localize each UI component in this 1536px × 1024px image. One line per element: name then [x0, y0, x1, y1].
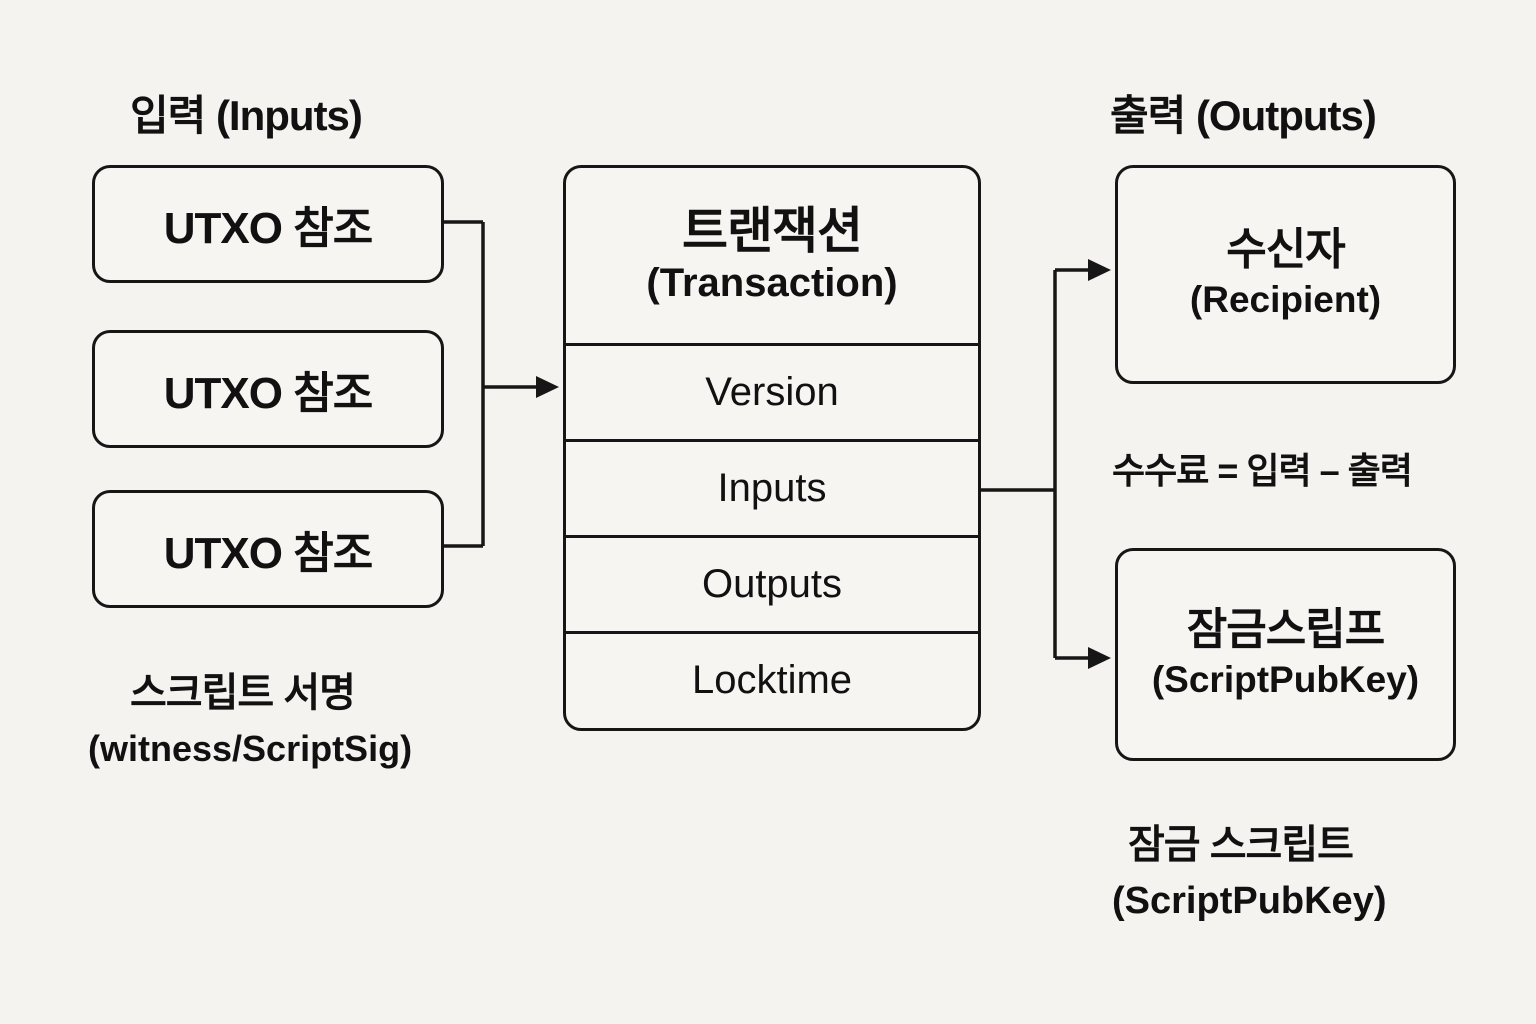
utxo-box-2-label: UTXO 참조 — [163, 369, 373, 418]
lockscript-box-line2: (ScriptPubKey) — [1151, 658, 1420, 700]
recipient-box-line2: (Recipient) — [1189, 278, 1382, 320]
transaction-title-en: (Transaction) — [646, 261, 898, 305]
output-caption-line2: (ScriptPubKey) — [1112, 880, 1387, 922]
fee-note: 수수료 = 입력 – 출력 — [1112, 450, 1413, 491]
transaction-row-outputs: Outputs — [566, 535, 978, 631]
utxo-box-1: UTXO 참조 — [92, 165, 444, 283]
transaction-box-header: 트랜잭션 (Transaction) — [566, 168, 978, 343]
recipient-box-line1: 수신자 — [1226, 225, 1345, 275]
utxo-box-1-label: UTXO 참조 — [163, 204, 373, 253]
utxo-box-2: UTXO 참조 — [92, 330, 444, 448]
transaction-row-inputs: Inputs — [566, 439, 978, 535]
outputs-heading: 출력 (Outputs) — [1110, 92, 1377, 139]
input-caption-line1: 스크립트 서명 — [130, 671, 356, 715]
utxo-box-3-label: UTXO 참조 — [163, 529, 373, 578]
input-caption-line2: (witness/ScriptSig) — [88, 728, 413, 769]
arrow-into-recipient-icon — [1088, 259, 1111, 281]
arrow-into-lockscript-icon — [1088, 647, 1111, 669]
transaction-title-ko: 트랜잭션 — [682, 203, 863, 259]
utxo-box-3: UTXO 참조 — [92, 490, 444, 608]
output-caption-line1: 잠금 스크립트 — [1128, 823, 1354, 867]
transaction-box: 트랜잭션 (Transaction) Version Inputs Output… — [563, 165, 981, 731]
lockscript-box-line1: 잠금스립프 — [1186, 605, 1385, 655]
transaction-row-locktime: Locktime — [566, 631, 978, 727]
inputs-heading: 입력 (Inputs) — [130, 92, 363, 139]
lockscript-box: 잠금스립프 (ScriptPubKey) — [1115, 548, 1456, 761]
arrow-into-transaction-icon — [536, 376, 559, 398]
recipient-box: 수신자 (Recipient) — [1115, 165, 1456, 384]
transaction-row-version: Version — [566, 343, 978, 439]
